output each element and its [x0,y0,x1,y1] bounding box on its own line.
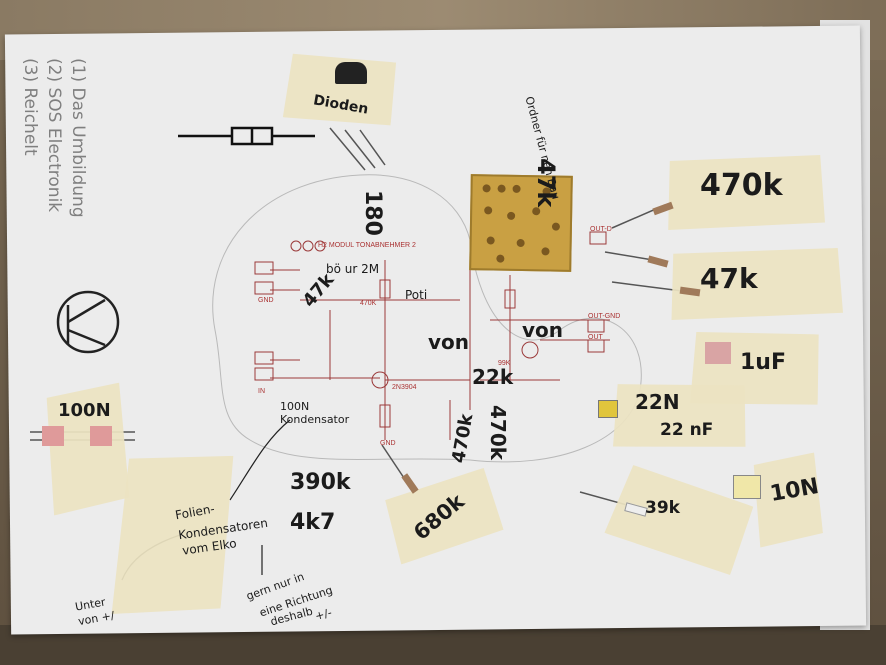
capacitor-1uf-component [705,342,731,364]
label-von-b: von [522,318,564,342]
schematic-label-99k: 99K [498,360,511,367]
schematic-label-out: OUT [588,334,603,341]
label-470k: 470k [700,168,783,203]
schematic-title: H2 MODUL TONABNEHMER 2 [318,242,416,249]
capacitor-22n-component [598,400,618,418]
label-39k: 39k [645,498,680,518]
margin-note-2: (2) SOS Electronik [44,58,64,213]
schematic-label-gnd2: GND [380,440,396,447]
label-von-a: von [428,330,470,354]
schematic-label-470k: 470K [360,300,377,307]
schematic-label-2n3904: 2N3904 [392,384,417,391]
schematic-label-out-gnd: OUT-GND [588,313,621,320]
label-100n: 100N [58,400,111,421]
label-22n: 22N [635,390,680,414]
label-22nf: 22 nF [660,420,714,440]
margin-note-1: (1) Das Umbildung [68,58,88,218]
capacitor-100n-b [90,426,112,446]
label-180: 180 [360,190,385,236]
label-470k-lower: 470k [486,405,510,461]
label-boew: bö ur 2M [326,262,380,276]
capacitor-100n-a [42,426,64,446]
label-390k: 390k [290,470,351,495]
tape-470k [668,155,825,230]
capacitor-10n-component [733,475,761,499]
label-kondensator: 100N Kondensator [280,400,350,426]
label-1uf: 1uF [740,350,786,375]
schematic-label-out-d: OUT-D [590,226,612,233]
schematic-label-gnd: GND [258,297,274,304]
margin-note-3: (3) Reichelt [20,58,40,156]
label-4k7: 4k7 [290,510,336,535]
schematic-label-in: IN [258,388,265,395]
label-22k: 22k [472,365,514,389]
transistor-component [335,62,367,84]
label-47k: 47k [700,262,758,295]
label-poti: Poti [405,288,428,302]
tape-47k [671,248,843,320]
